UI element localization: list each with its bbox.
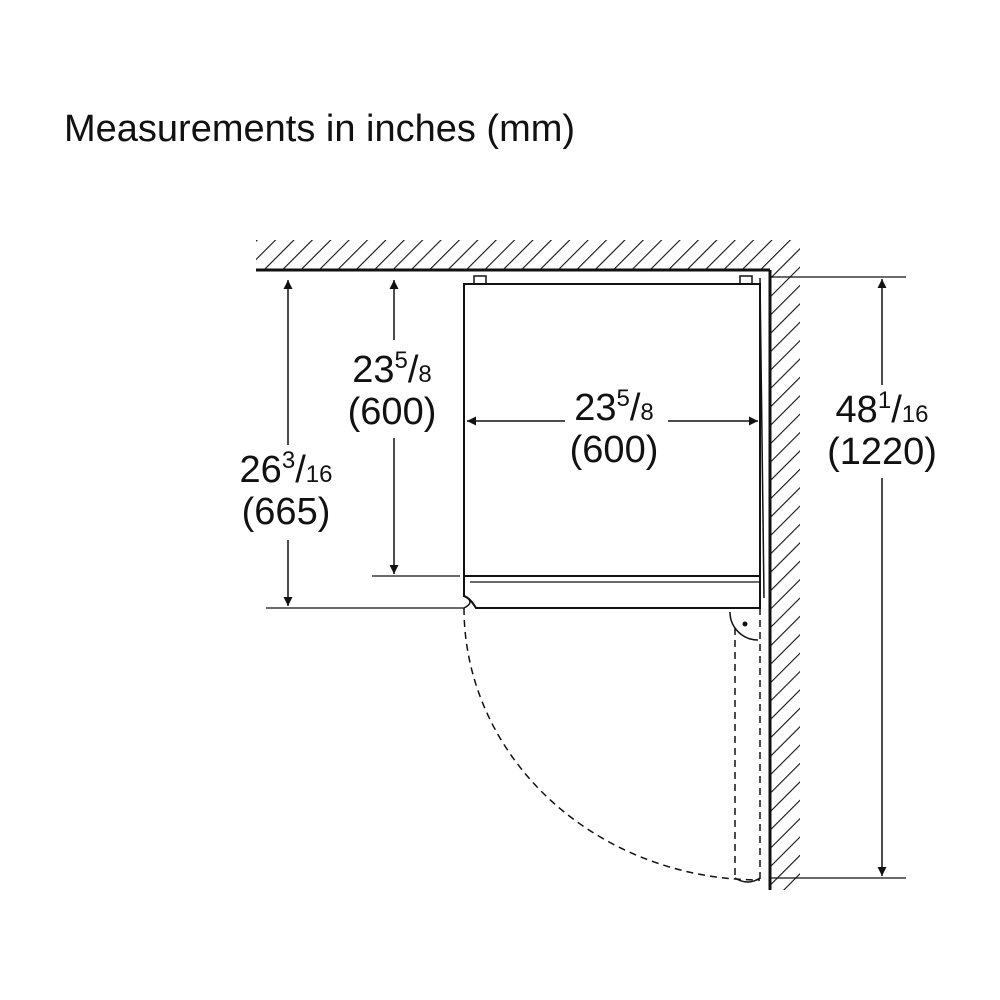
label-cabinet-depth-inches: 235/8 — [352, 347, 432, 391]
door-swing-arc — [463, 607, 761, 881]
label-cabinet-depth-num: 5 — [395, 347, 408, 374]
dimension-arrows — [283, 279, 887, 876]
label-width-mm: (600) — [570, 429, 659, 471]
appliance-outline — [463, 275, 765, 609]
label-door-clearance-den: 16 — [902, 401, 929, 428]
label-door-clearance-inches: 481/16 — [836, 387, 929, 431]
label-width-num: 5 — [617, 385, 630, 412]
label-total-depth-num: 3 — [282, 447, 295, 474]
label-door-clearance-mm: (1220) — [827, 431, 937, 473]
label-cabinet-depth: 235/8 (600) — [348, 347, 437, 433]
wall-corner — [256, 240, 800, 890]
label-width-whole: 23 — [574, 387, 616, 429]
rear-spacer-right — [739, 275, 753, 285]
cabinet-side-line — [759, 277, 765, 599]
label-cabinet-depth-whole: 23 — [352, 349, 394, 391]
hinge-angle-arc — [729, 611, 759, 641]
label-total-depth-mm: (665) — [242, 491, 331, 533]
label-door-clearance-num: 1 — [878, 387, 891, 414]
door-panel — [463, 575, 761, 609]
label-width-inches: 235/8 — [574, 385, 654, 429]
label-total-depth-inches: 263/16 — [240, 447, 333, 491]
label-door-clearance: 481/16 (1220) — [827, 387, 937, 473]
rear-spacer-left — [473, 275, 487, 285]
door-hinge-notch — [463, 595, 471, 609]
label-total-depth-den: 16 — [306, 461, 333, 488]
label-total-depth: 263/16 (665) — [240, 447, 333, 533]
hinge-angle-dot — [742, 621, 748, 627]
back-wall-hatch — [256, 240, 800, 270]
diagram-title: Measurements in inches (mm) — [64, 108, 576, 150]
label-width-den: 8 — [640, 399, 653, 426]
label-width: 235/8 (600) — [570, 385, 659, 471]
label-door-clearance-whole: 48 — [836, 389, 878, 431]
label-total-depth-whole: 26 — [240, 449, 282, 491]
extension-lines — [266, 276, 906, 879]
door-swing — [463, 607, 761, 883]
label-cabinet-depth-den: 8 — [418, 361, 431, 388]
side-wall-hatch — [770, 270, 800, 890]
label-cabinet-depth-mm: (600) — [348, 391, 437, 433]
door-open-end-cap — [734, 877, 761, 883]
